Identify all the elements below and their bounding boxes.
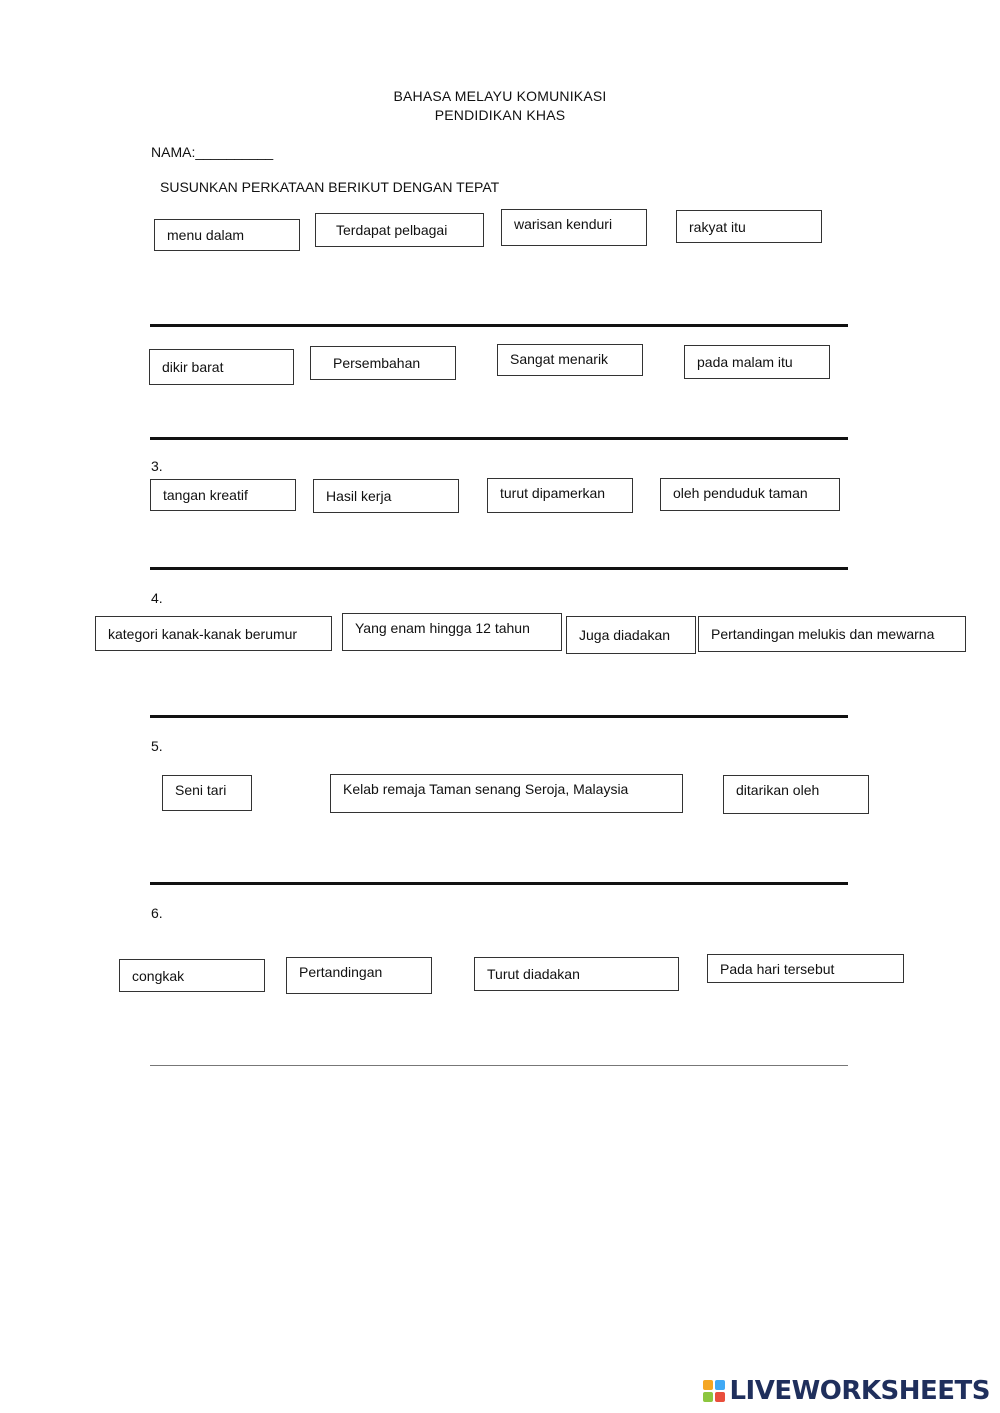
word-card[interactable]: dikir barat	[149, 349, 294, 385]
answer-line[interactable]	[150, 567, 848, 570]
brand-mark-square	[715, 1380, 726, 1390]
word-card[interactable]: Kelab remaja Taman senang Seroja, Malays…	[330, 774, 683, 813]
question-number: 5.	[151, 738, 163, 754]
word-card[interactable]: Sangat menarik	[497, 344, 643, 376]
word-card[interactable]: rakyat itu	[676, 210, 822, 243]
document-title: BAHASA MELAYU KOMUNIKASI	[393, 88, 607, 104]
question-number: 6.	[151, 905, 163, 921]
brand-mark-square	[703, 1380, 714, 1390]
question-number: 4.	[151, 590, 163, 606]
word-card[interactable]: pada malam itu	[684, 345, 830, 379]
document-subtitle: PENDIDIKAN KHAS	[434, 107, 566, 123]
word-card[interactable]: Pertandingan melukis dan mewarna	[698, 616, 966, 652]
brand-mark-icon	[703, 1380, 726, 1402]
answer-line[interactable]	[150, 437, 848, 440]
word-card[interactable]: oleh penduduk taman	[660, 478, 840, 511]
word-card[interactable]: Seni tari	[162, 775, 252, 811]
brand-mark-square	[715, 1392, 726, 1402]
question-number: 3.	[151, 458, 163, 474]
word-card[interactable]: Terdapat pelbagai	[315, 213, 484, 247]
word-card[interactable]: Pertandingan	[286, 957, 432, 994]
brand-name: LIVEWORKSHEETS	[729, 1376, 990, 1406]
word-card[interactable]: Yang enam hingga 12 tahun	[342, 613, 562, 651]
word-card[interactable]: kategori kanak-kanak berumur	[95, 616, 332, 651]
instruction-text: SUSUNKAN PERKATAAN BERIKUT DENGAN TEPAT	[160, 179, 500, 195]
word-card[interactable]: Hasil kerja	[313, 479, 459, 513]
answer-line[interactable]	[150, 324, 848, 327]
word-card[interactable]: warisan kenduri	[501, 209, 647, 246]
word-card[interactable]: congkak	[119, 959, 265, 992]
answer-line[interactable]	[150, 1065, 848, 1066]
word-card[interactable]: Turut diadakan	[474, 957, 679, 991]
brand-mark-square	[703, 1392, 714, 1402]
answer-line[interactable]	[150, 882, 848, 885]
word-card[interactable]: Pada hari tersebut	[707, 954, 904, 983]
word-card[interactable]: ditarikan oleh	[723, 775, 869, 814]
word-card[interactable]: Juga diadakan	[566, 616, 696, 654]
word-card[interactable]: Persembahan	[310, 346, 456, 380]
word-card[interactable]: menu dalam	[154, 219, 300, 251]
word-card[interactable]: tangan kreatif	[150, 479, 296, 511]
answer-line[interactable]	[150, 715, 848, 718]
brand-logo: LIVEWORKSHEETS	[703, 1376, 990, 1406]
name-field-label: NAMA:__________	[151, 144, 274, 160]
word-card[interactable]: turut dipamerkan	[487, 478, 633, 513]
